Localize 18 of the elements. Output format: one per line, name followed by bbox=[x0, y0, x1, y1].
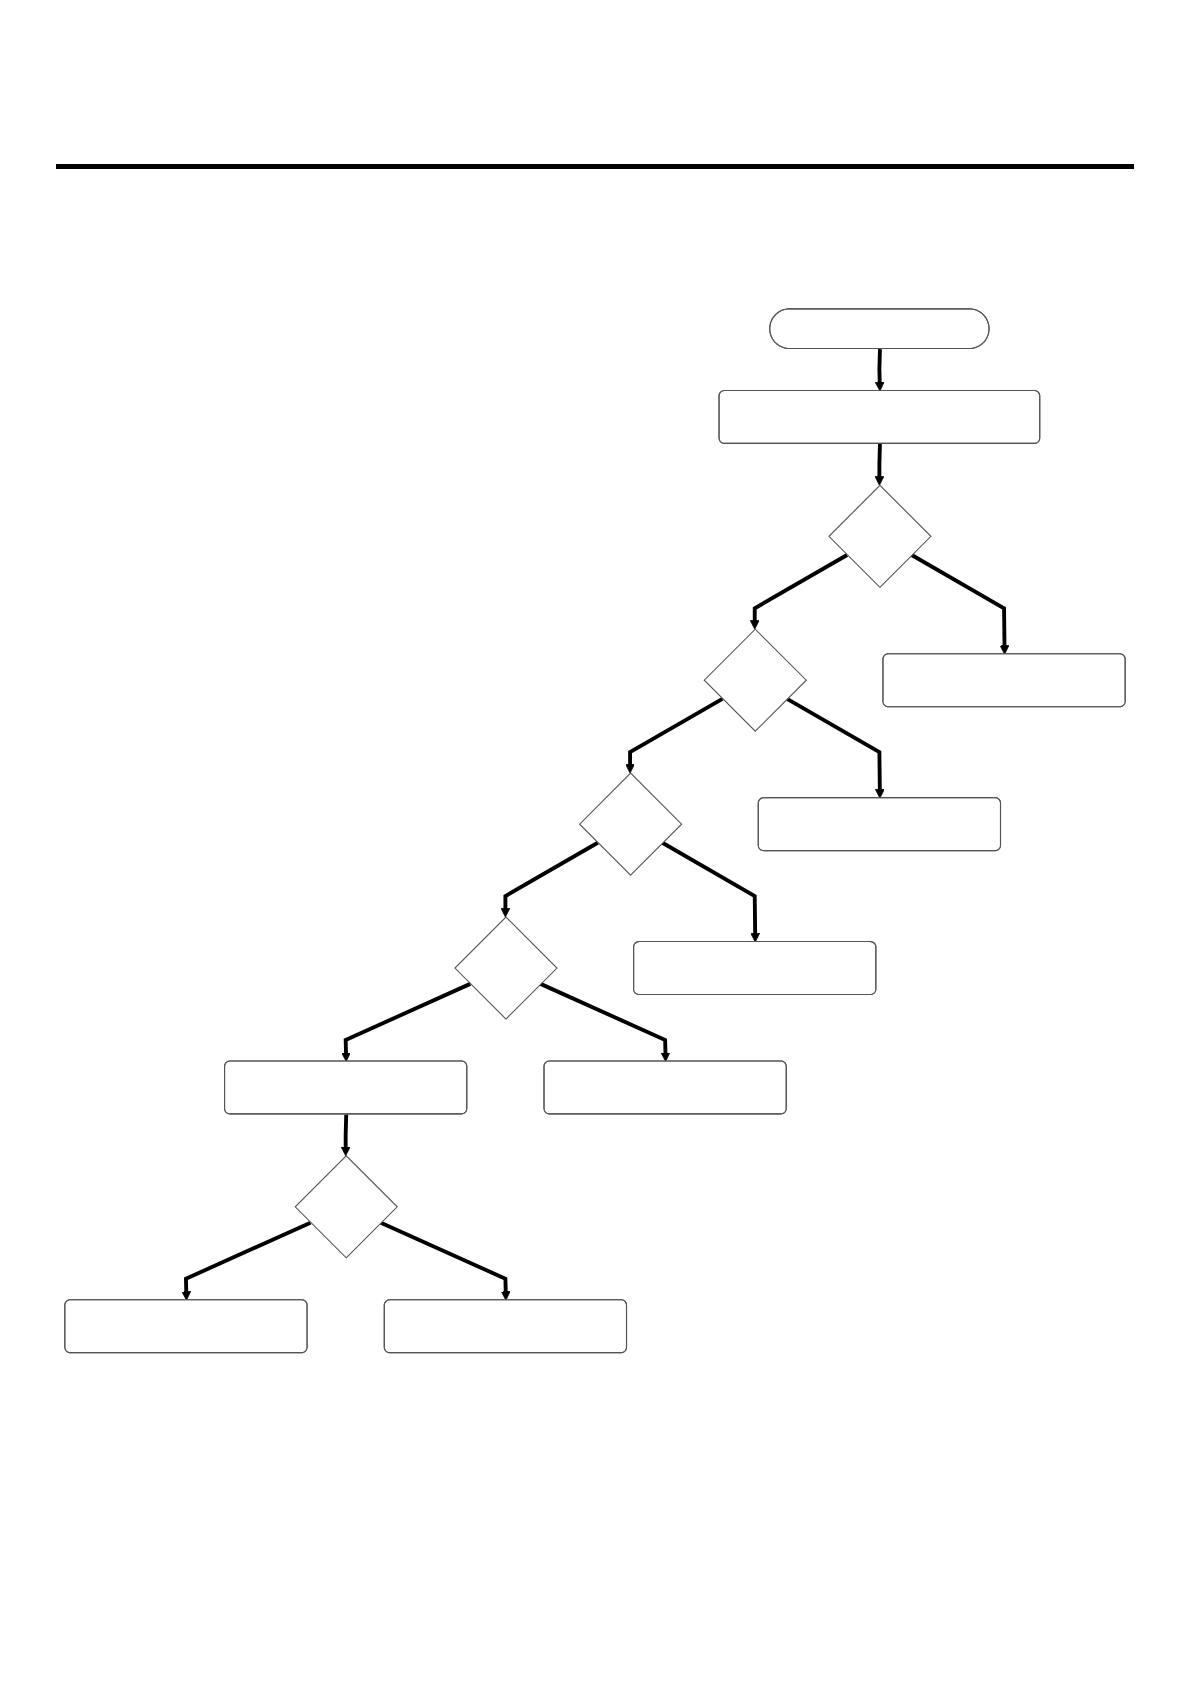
arrow bbox=[341, 982, 472, 1062]
node-diamond bbox=[578, 772, 683, 876]
node-diamond bbox=[703, 628, 808, 732]
arrow bbox=[661, 841, 761, 943]
arrow bbox=[749, 553, 849, 630]
node-diamond bbox=[454, 916, 558, 1020]
arrow bbox=[874, 349, 885, 392]
arrow bbox=[539, 982, 671, 1062]
arrow bbox=[874, 443, 885, 486]
arrow bbox=[625, 697, 724, 774]
arrow bbox=[340, 1114, 351, 1157]
arrow bbox=[181, 1220, 312, 1301]
node-diamond bbox=[828, 484, 932, 589]
arrow bbox=[380, 1220, 511, 1301]
node-diamond bbox=[294, 1155, 398, 1259]
arrow bbox=[500, 841, 599, 918]
arrow bbox=[910, 553, 1010, 655]
arrow bbox=[786, 697, 885, 799]
